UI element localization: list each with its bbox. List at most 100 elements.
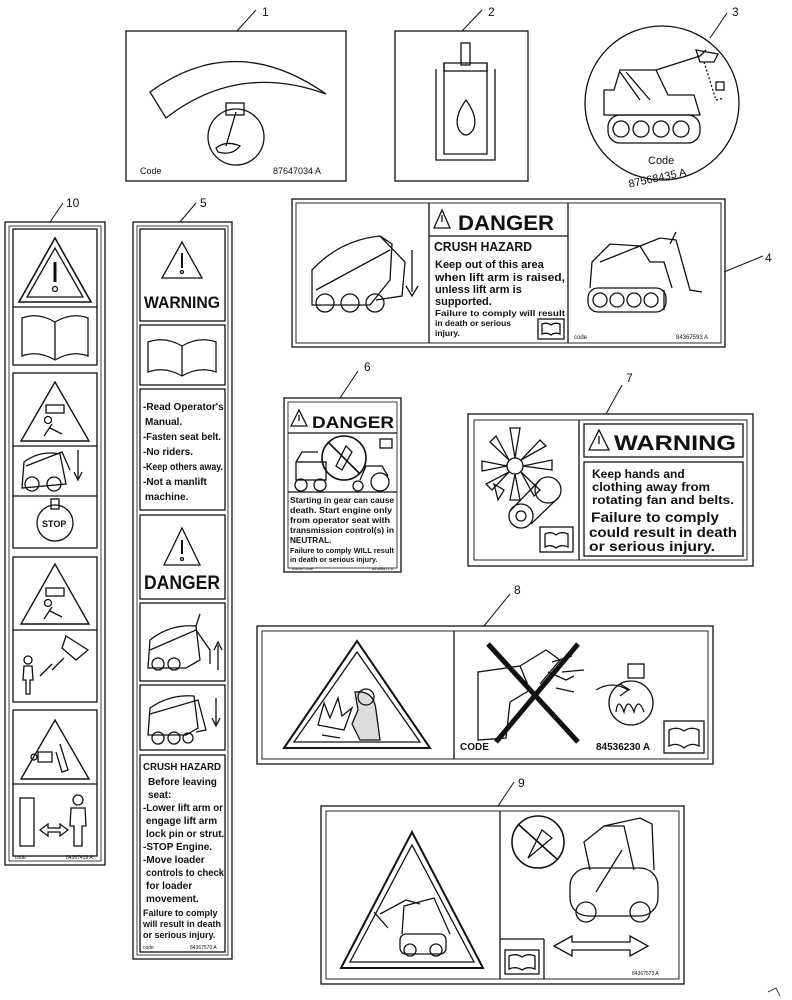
decal-9: 9 84367573 A xyxy=(320,776,685,985)
decal4-hazard: CRUSH HAZARD xyxy=(434,239,532,254)
decal4-line-3: unless lift arm is xyxy=(435,284,522,296)
decal-2: 2 xyxy=(394,5,529,182)
decal1-code-label: Code xyxy=(140,166,162,176)
callout-6: 6 xyxy=(364,360,371,374)
decal6-fail-2: in death or serious injury. xyxy=(290,555,377,564)
decal5-warn-5: -Keep others away. xyxy=(143,462,223,473)
fall-hazard-triangle-icon xyxy=(19,562,91,625)
callout-4: 4 xyxy=(765,251,772,265)
decal7-fail-3: or serious injury. xyxy=(589,538,715,554)
decal-10: 10 STOP xyxy=(4,196,106,866)
decal6-line-4: transmission control(s) in xyxy=(290,526,394,535)
decal5-fail-2: will result in death xyxy=(142,919,221,929)
manual-book-icon xyxy=(537,318,565,340)
decal-1: 1 Code 87647034 A xyxy=(125,5,347,182)
decal5-hz-4: engage lift arm xyxy=(146,816,217,827)
decal4-danger: DANGER xyxy=(458,212,554,235)
warning-triangle-icon xyxy=(17,236,93,303)
manual-book-icon xyxy=(663,720,705,754)
manual-book-icon xyxy=(539,526,574,553)
decal5-hz-9: for loader xyxy=(146,881,192,892)
decal6-line-1: Starting in gear can cause xyxy=(290,496,394,505)
decal4-line-2: when lift arm is raised, xyxy=(434,272,565,284)
decal6-danger: DANGER xyxy=(312,413,394,432)
decal6-line-3: from operator seat with xyxy=(290,516,390,525)
decal5-code: 84367570 A xyxy=(190,945,217,951)
callout-5: 5 xyxy=(200,196,207,210)
explosion-hazard-icon xyxy=(282,639,432,749)
decal-4: 4 DANGER CRUSH HAZARD Keep out of this a… xyxy=(291,198,772,348)
decal5-hz-6: -STOP Engine. xyxy=(143,842,212,853)
callout-9: 9 xyxy=(518,776,525,790)
decal10-stop: STOP xyxy=(42,519,66,529)
decal5-warn-3: -Fasten seat belt. xyxy=(143,432,221,443)
fuel-level-icon xyxy=(207,102,265,166)
decal-6: 6 DANGER Starting in gear can cause deat… xyxy=(283,360,402,573)
manual-book-icon xyxy=(147,339,217,377)
fall-hazard-triangle-icon xyxy=(19,380,91,442)
decal5-hz-7: -Move loader xyxy=(143,855,205,866)
decal5-danger: DANGER xyxy=(144,573,220,594)
lowered-arm-loader-icon xyxy=(147,695,221,745)
decal5-code-label: code xyxy=(143,945,154,951)
callout-3: 3 xyxy=(732,5,739,19)
warning-triangle-icon xyxy=(587,428,611,451)
no-start-in-gear-icon xyxy=(321,435,367,481)
decal5-warn-4: -No riders. xyxy=(143,447,193,458)
decal4-fail-2: in death or serious xyxy=(435,318,511,328)
decal7-fail-1: Failure to comply xyxy=(591,509,719,525)
crush-loader-icon xyxy=(147,613,223,671)
decal9-code: 84367573 A xyxy=(632,971,659,977)
decal-5: 5 WARNING -Read Operator's Manual. -Fast… xyxy=(132,196,233,960)
decal8-code-label: CODE xyxy=(460,742,489,753)
decal4-code-label: code xyxy=(574,335,588,341)
decal7-warning: WARNING xyxy=(614,432,736,455)
manual-book-icon xyxy=(21,315,89,361)
decal5-warn-7: machine. xyxy=(145,492,189,503)
hydraulic-oil-icon xyxy=(435,42,496,161)
warning-triangle-icon xyxy=(160,240,204,279)
decal6-code: 84366871 A xyxy=(372,566,394,571)
danger-triangle-icon xyxy=(162,526,202,566)
loader-tipping-icon xyxy=(603,49,725,144)
decal-7: 7 WARNING Keep hands and clothing away f… xyxy=(467,371,754,567)
decal5-hazard: CRUSH HAZARD xyxy=(143,762,221,773)
keep-away-arrows-icon xyxy=(552,934,650,958)
no-riders-loader-icon xyxy=(21,450,83,492)
decal5-hz-8: controls to check xyxy=(146,868,224,879)
tractor-icon xyxy=(352,465,390,492)
decal1-code: 87647034 A xyxy=(273,166,321,176)
decal5-hz-10: movement. xyxy=(146,894,199,905)
decal6-code-label: tractor code xyxy=(292,566,314,571)
no-entry-loader-icon xyxy=(511,815,659,923)
tractor-icon xyxy=(294,451,327,492)
decal4-line-1: Keep out of this area xyxy=(435,259,545,271)
callout-7: 7 xyxy=(626,371,633,385)
decal7-line-2: clothing away from xyxy=(592,480,710,494)
decal7-line-1: Keep hands and xyxy=(592,467,685,481)
stop-engine-icon xyxy=(36,498,74,542)
gauge-arc-icon xyxy=(149,60,327,119)
decal7-line-3: rotating fan and belts. xyxy=(592,493,734,507)
decal5-warn-2: Manual. xyxy=(145,417,182,428)
callout-10: 10 xyxy=(66,196,80,210)
rotating-fan-icon xyxy=(481,427,562,529)
callout-2: 2 xyxy=(488,5,495,19)
decal5-warning: WARNING xyxy=(144,293,220,312)
decal6-line-2: death. Start engine only xyxy=(290,506,392,515)
manual-book-icon xyxy=(504,949,540,975)
decal4-line-4: supported. xyxy=(435,296,492,308)
no-spray-ether-icon xyxy=(477,642,654,744)
decal6-line-5: NEUTRAL. xyxy=(290,536,331,545)
decal4-fail-1: Failure to comply will result xyxy=(435,308,565,318)
decal3-code: 87568435 A xyxy=(627,166,688,190)
decal6-fail-1: Failure to comply WILL result xyxy=(290,546,395,555)
decal5-hz-3: -Lower lift arm or xyxy=(143,803,223,814)
callout-1: 1 xyxy=(262,5,269,19)
decal5-hz-2: seat: xyxy=(148,790,171,801)
crush-hazard-triangle-icon xyxy=(339,829,485,969)
warning-triangle-icon xyxy=(289,408,309,427)
decal7-fail-2: could result in death xyxy=(589,524,737,540)
lift-arm-loader-icon xyxy=(587,231,703,313)
